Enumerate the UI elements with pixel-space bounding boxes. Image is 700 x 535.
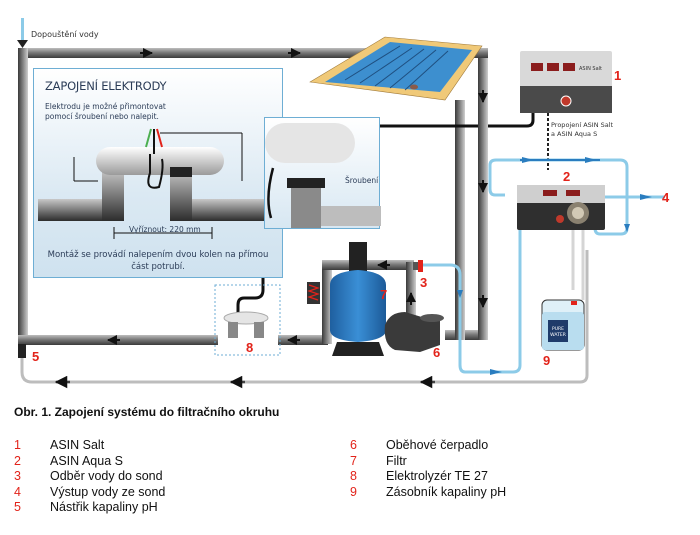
legend-item: 5 Nástřik kapaliny pH — [14, 500, 165, 516]
inlet-arrow-icon — [17, 40, 28, 48]
legend-text: Odběr vody do sond — [50, 469, 163, 483]
marker-1: 1 — [614, 68, 622, 83]
circulation-pump — [384, 312, 444, 352]
legend-number: 8 — [350, 469, 357, 483]
system-diagram: ASIN Salt — [17, 18, 670, 389]
panel-illustration — [38, 128, 282, 239]
legend-number: 7 — [350, 453, 357, 468]
mounting-note: Montáž se provádí nalepením dvou kolen n… — [47, 250, 269, 272]
marker-3: 3 — [420, 275, 428, 290]
legend-text: Elektrolyzér TE 27 — [386, 469, 488, 483]
marker-2: 2 — [563, 169, 571, 184]
connection-label-2: a ASIN Aqua S — [551, 130, 598, 138]
sampling-valve — [413, 260, 423, 272]
legend-item: 9 Zásobník kapaliny pH — [350, 485, 506, 501]
legend-item: 1 ASIN Salt — [14, 438, 165, 454]
panel-title: ZAPOJENÍ ELEKTRODY — [45, 79, 167, 93]
tank-label-1: PURE — [552, 326, 564, 332]
legend-number: 3 — [14, 469, 21, 483]
legend-item: 4 Výstup vody ze sond — [14, 485, 165, 501]
cut-length-label: Vyříznout: 220 mm — [129, 225, 201, 234]
tank-label-2: WATER — [550, 332, 566, 338]
union-detail-inset: Šroubení — [264, 117, 381, 229]
flow-arrows — [107, 48, 488, 345]
legend-item: 8 Elektrolyzér TE 27 — [350, 469, 506, 485]
legend-item: 3 Odběr vody do sond — [14, 469, 165, 485]
water-inlet — [17, 18, 28, 48]
legend-left: 1 ASIN Salt 2 ASIN Aqua S 3 Odběr vody do s… — [14, 438, 165, 516]
marker-9: 9 — [543, 353, 551, 368]
legend-number: 2 — [14, 453, 21, 468]
legend-text: ASIN Aqua S — [50, 453, 123, 468]
legend-number: 4 — [14, 484, 21, 499]
marker-6: 6 — [433, 345, 441, 360]
marker-4: 4 — [662, 190, 670, 205]
inlet-label: Dopouštění vody — [31, 30, 99, 39]
legend-text: Filtr — [386, 453, 407, 468]
legend-number: 9 — [350, 484, 357, 499]
panel-description: Elektrodu je možné přimontovat pomocí šr… — [45, 102, 166, 121]
legend-text: Nástřik kapaliny pH — [50, 500, 158, 514]
figure-caption: Obr. 1. Zapojení systému do filtračního … — [14, 405, 280, 419]
ph-dosing-line — [18, 250, 589, 389]
connection-label-1: Propojení ASIN Salt — [551, 121, 614, 129]
asin-salt-label: ASIN Salt — [579, 66, 602, 72]
legend-text: Oběhové čerpadlo — [386, 438, 489, 452]
legend-text: Výstup vody ze sond — [50, 484, 166, 499]
marker-8: 8 — [246, 340, 254, 355]
water-flow-arrows — [457, 157, 652, 375]
electrode-connection-panel: ZAPOJENÍ ELEKTRODY Elektrodu je možné př… — [33, 68, 283, 278]
marker-5: 5 — [32, 349, 40, 364]
diagram-graphics: ASIN Salt — [17, 18, 665, 389]
legend-right: 6 Oběhové čerpadlo 7 Filtr 8 Elektrolyzér T… — [350, 438, 506, 500]
legend-number: 5 — [14, 500, 21, 514]
injection-nozzle — [18, 344, 26, 358]
legend-text: ASIN Salt — [50, 438, 105, 452]
ph-tank: PURE WATER — [541, 299, 585, 351]
electrolyzer — [214, 284, 281, 356]
sand-filter — [330, 242, 386, 356]
union-illustration — [265, 123, 381, 228]
heat-exchanger — [307, 282, 320, 304]
marker-7: 7 — [380, 287, 388, 302]
legend-item: 2 ASIN Aqua S — [14, 454, 165, 470]
legend-number: 1 — [14, 438, 21, 452]
legend-item: 6 Oběhové čerpadlo — [350, 438, 506, 454]
pool — [309, 36, 483, 101]
legend-text: Zásobník kapaliny pH — [386, 484, 507, 499]
legend-item: 7 Filtr — [350, 454, 506, 470]
asin-salt-device: ASIN Salt — [488, 51, 612, 170]
legend-number: 6 — [350, 438, 357, 452]
union-label: Šroubení — [345, 176, 379, 185]
